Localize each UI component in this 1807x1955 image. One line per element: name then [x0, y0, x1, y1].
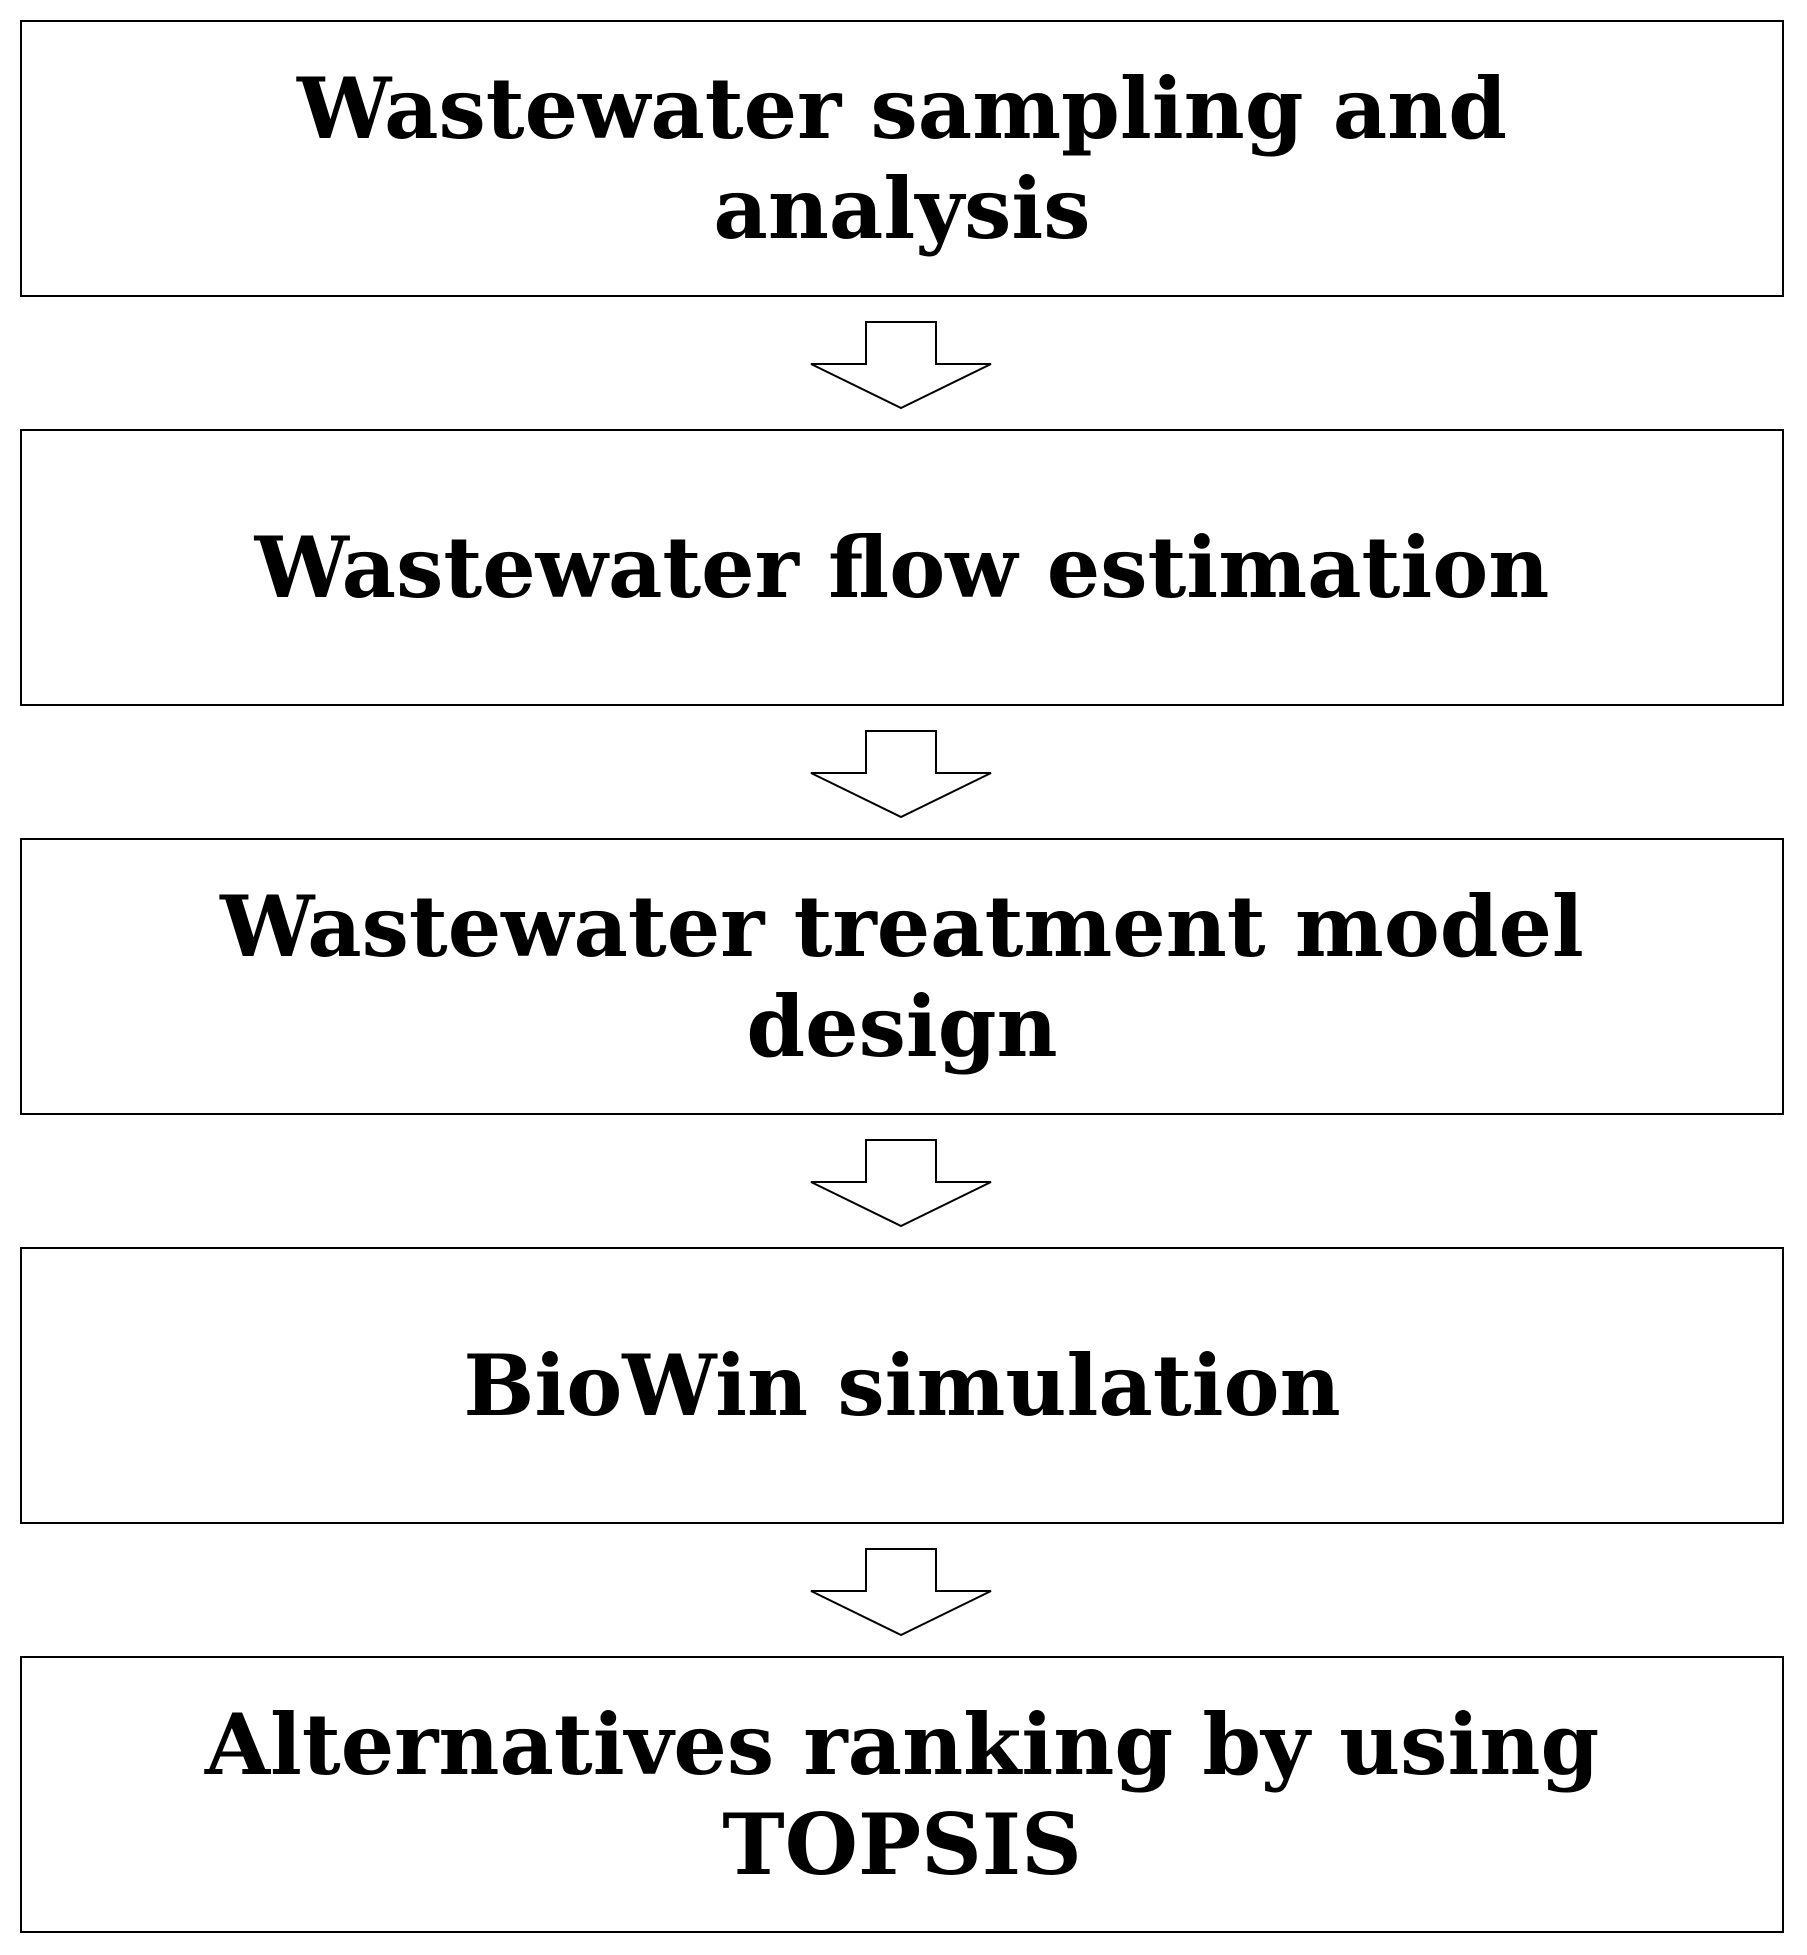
down-arrow-icon: [810, 1548, 992, 1637]
step-box-biowin-simulation: BioWin simulation: [20, 1247, 1784, 1524]
step-label-sampling-analysis: Wastewater sampling and analysis: [297, 59, 1507, 258]
step-box-topsis-ranking: Alternatives ranking by using TOPSIS: [20, 1656, 1784, 1933]
step-label-flow-estimation: Wastewater flow estimation: [254, 517, 1550, 617]
step-label-treatment-model-design: Wastewater treatment model design: [220, 877, 1584, 1076]
down-arrow-icon: [810, 321, 992, 410]
step-box-sampling-analysis: Wastewater sampling and analysis: [20, 20, 1784, 297]
down-arrow-icon: [810, 1139, 992, 1228]
step-label-topsis-ranking: Alternatives ranking by using TOPSIS: [204, 1695, 1600, 1894]
step-label-biowin-simulation: BioWin simulation: [463, 1335, 1341, 1435]
down-arrow-icon: [810, 730, 992, 819]
step-box-flow-estimation: Wastewater flow estimation: [20, 429, 1784, 706]
step-box-treatment-model-design: Wastewater treatment model design: [20, 838, 1784, 1115]
